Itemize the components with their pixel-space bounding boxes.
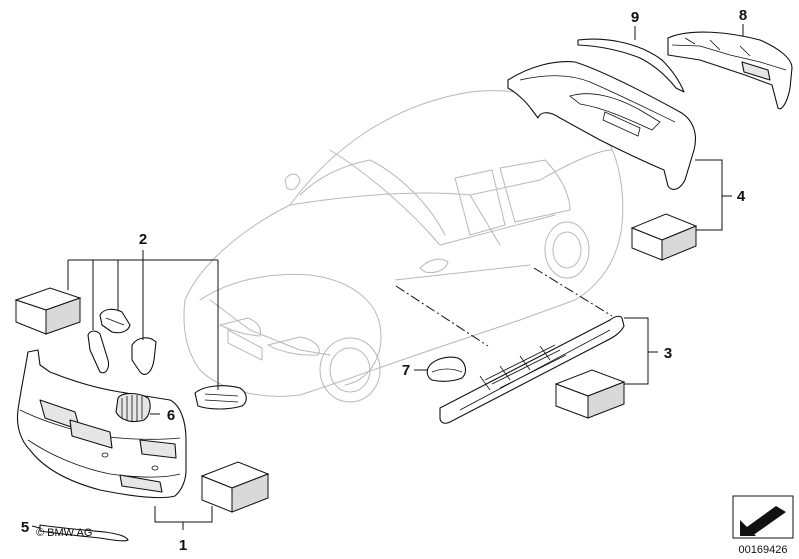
- callout-1: 1: [179, 537, 187, 554]
- callout-3: 3: [664, 345, 672, 362]
- copyright-text: © BMW AG: [36, 527, 92, 539]
- part-rear-bumper: [507, 61, 697, 190]
- kit-box-rear: [630, 213, 698, 261]
- callout-8: 8: [739, 7, 747, 24]
- part-mirror-cap: [426, 356, 467, 382]
- callout-6: 6: [167, 407, 175, 424]
- part-rear-diffuser: [667, 31, 793, 110]
- callout-7: 7: [402, 362, 410, 379]
- part-side-skirt: [439, 315, 625, 424]
- part-front-bumper: [16, 349, 187, 499]
- corner-badge: [732, 495, 794, 539]
- part-front-lip: [39, 524, 129, 542]
- callout-2: 2: [139, 231, 147, 248]
- callout-5: 5: [21, 519, 29, 536]
- kit-box-front: [200, 461, 270, 513]
- kit-box-left: [14, 287, 82, 335]
- car-outline: [183, 90, 624, 403]
- part-air-intake-trims: [87, 308, 247, 410]
- callout-4: 4: [737, 188, 746, 205]
- arrow-icon: [740, 506, 786, 536]
- callout-numbers: 1 2 3 4 5 6 7 8 9: [21, 7, 747, 554]
- locator-lines: [395, 267, 613, 347]
- document-number: 00169426: [739, 544, 788, 556]
- leader-lines: [31, 24, 744, 530]
- part-kidney-grille: [115, 392, 151, 423]
- kit-box-side: [554, 369, 626, 419]
- callout-9: 9: [631, 9, 639, 26]
- part-rear-spoiler: [577, 38, 685, 93]
